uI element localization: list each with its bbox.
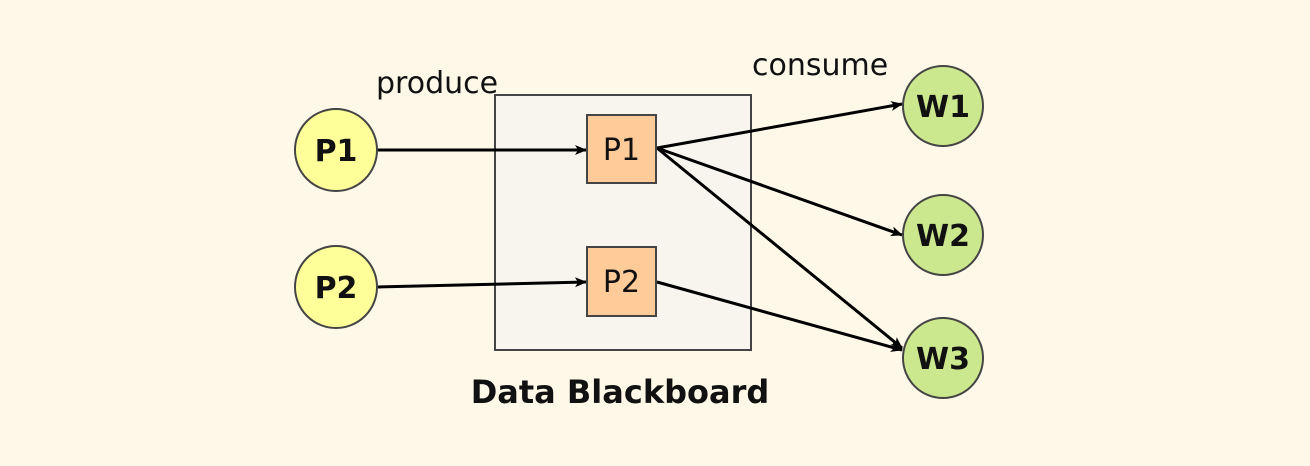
worker-w3-circle[interactable]	[902, 317, 984, 399]
edge-s2-to-w3	[656, 280, 903, 352]
worker-w2-circle[interactable]	[902, 194, 984, 276]
producer-p2[interactable]: P2	[294, 245, 378, 329]
producer-p1-label: P1	[315, 134, 358, 169]
slot-p2[interactable]: P2	[586, 246, 657, 317]
edge-p2-to-s2	[377, 277, 587, 289]
slot-p1[interactable]: P1	[586, 114, 657, 184]
worker-w3[interactable]: W3	[902, 317, 984, 399]
consume-label: consume	[752, 48, 888, 83]
slot-p2-box[interactable]	[586, 246, 657, 317]
worker-w1-circle[interactable]	[902, 65, 984, 147]
edge-s1-to-w2	[656, 146, 903, 237]
slot-p1-label: P1	[603, 133, 640, 168]
blackboard-label: Data Blackboard	[471, 373, 770, 411]
worker-w3-label: W3	[916, 342, 970, 377]
edge-s1-to-w1	[656, 101, 903, 150]
producer-p2-circle[interactable]	[294, 245, 378, 329]
producer-p1[interactable]: P1	[294, 108, 378, 192]
worker-w2[interactable]: W2	[902, 194, 984, 276]
produce-label: produce	[376, 66, 498, 101]
worker-w2-label: W2	[916, 219, 970, 254]
worker-w1[interactable]: W1	[902, 65, 984, 147]
slot-p1-box[interactable]	[586, 114, 657, 184]
slot-p2-label: P2	[603, 265, 640, 300]
producer-p2-label: P2	[315, 271, 358, 306]
edges-layer	[377, 101, 903, 352]
edge-s1-to-w3	[656, 146, 903, 350]
producer-p1-circle[interactable]	[294, 108, 378, 192]
worker-w1-label: W1	[916, 90, 970, 125]
